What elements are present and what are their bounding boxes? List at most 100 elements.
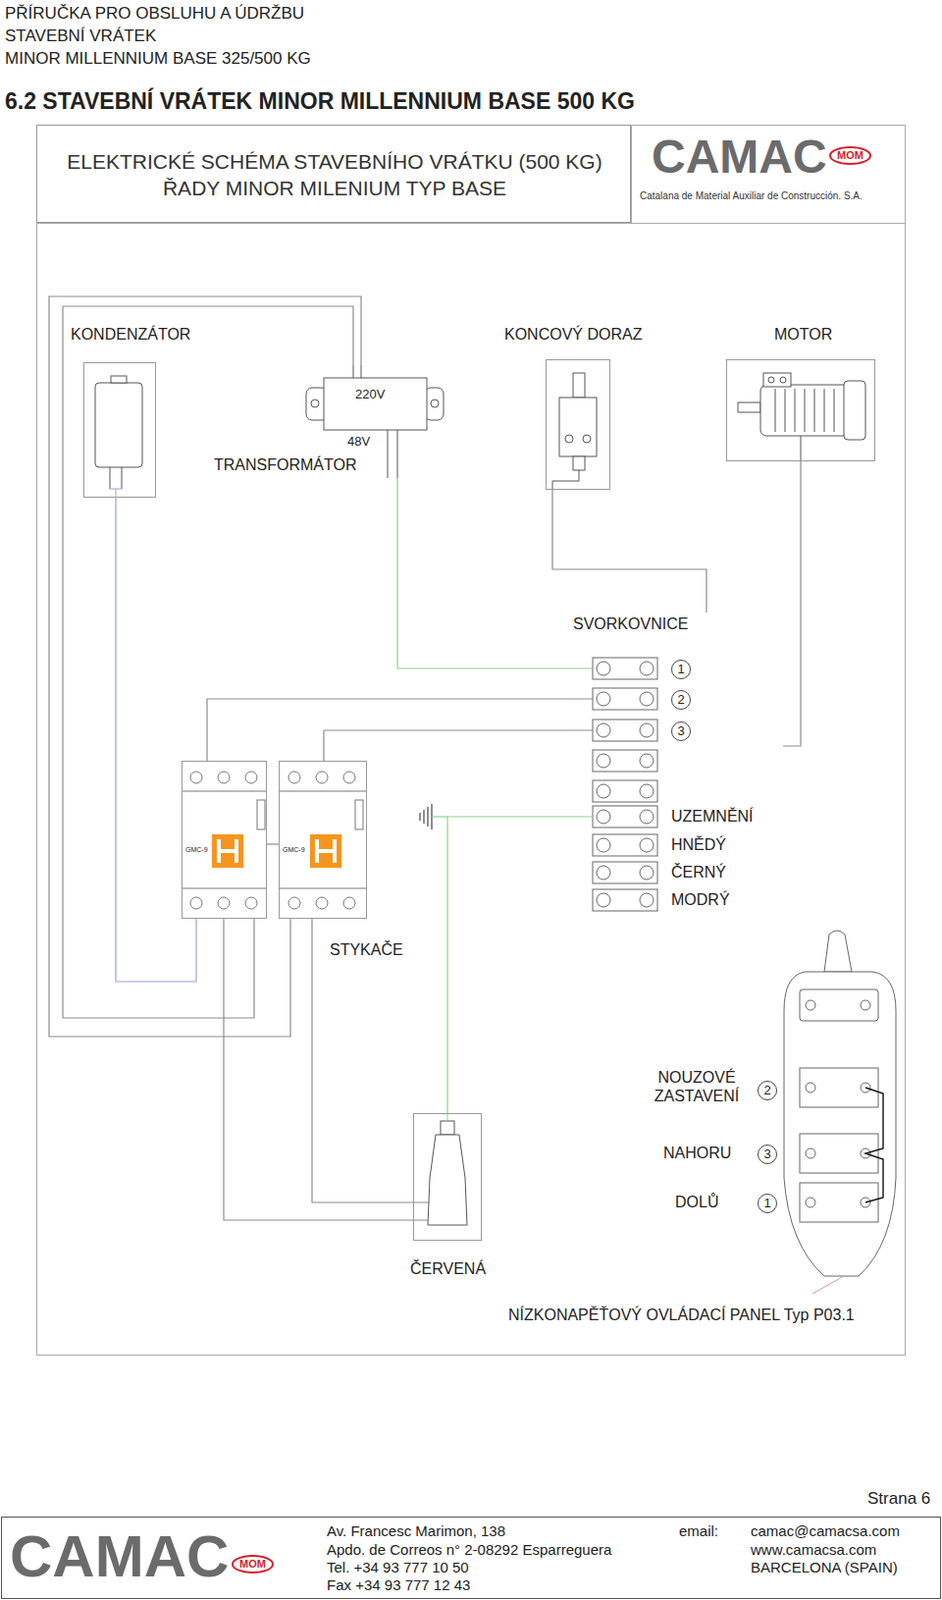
- contactor-rule: [278, 888, 367, 890]
- address-text: Apdo. de Correos n° 2-08292 Esparreguera: [326, 1540, 612, 1559]
- pendant-screw: [805, 1082, 816, 1093]
- terminal-screw: [639, 784, 654, 798]
- ground-bar: [426, 806, 428, 827]
- contactor-indicator-mark: [316, 838, 335, 863]
- terminal: [592, 687, 658, 710]
- contactor-rule: [278, 790, 367, 792]
- motor-lead: [800, 435, 802, 462]
- pendant-band: [799, 989, 879, 1021]
- capacitor-lead: [115, 488, 117, 498]
- terminal-screw: [639, 865, 654, 880]
- contactor-rule: [181, 790, 267, 792]
- part-name: KONDENZÁTOR: [70, 324, 191, 344]
- voltage-label: 220V: [355, 386, 385, 403]
- plug-lead: [413, 1202, 430, 1204]
- contactor-details: [181, 771, 367, 909]
- transformer-body: [323, 377, 427, 430]
- part-name: TRANSFORMÁTOR: [213, 455, 357, 474]
- plug-lead: [413, 1219, 429, 1221]
- pendant-body: [784, 971, 896, 1276]
- contact-text: www.camacsa.com: [750, 1540, 877, 1559]
- capacitor-body: [95, 382, 143, 468]
- frame-rect: [37, 125, 906, 1356]
- terminal: [592, 749, 658, 772]
- terminal-stub: [567, 698, 593, 700]
- terminal-stub: [567, 730, 593, 732]
- terminal-screw: [596, 691, 611, 706]
- header-text: STAVEBNÍ VRÁTEK: [4, 26, 157, 47]
- plug-lead: [447, 1112, 449, 1121]
- transformer-pin: [387, 429, 389, 478]
- logo-subtitle: Catalana de Material Auxiliar de Constru…: [639, 190, 863, 203]
- button-label: DOLŮ: [675, 1192, 719, 1211]
- address-text: Av. Francesc Marimon, 138: [326, 1521, 506, 1540]
- wire: [783, 461, 801, 746]
- plug-body: [427, 1134, 468, 1225]
- terminal-strip: [567, 657, 658, 911]
- wire: [397, 477, 568, 669]
- motor-symbol: [737, 372, 866, 462]
- terminal-screw: [639, 723, 654, 737]
- contactor-screw: [217, 771, 230, 784]
- transformer-pin: [397, 429, 399, 478]
- part-name: NÍZKONAPĚŤOVÝ OVLÁDACÍ PANEL Typ P03.1: [508, 1305, 855, 1324]
- contact-text: camac@camacsa.com: [750, 1521, 900, 1540]
- contactor-screw: [190, 896, 203, 909]
- pendant-symbol: [784, 930, 896, 1294]
- terminal-screw: [639, 691, 654, 706]
- terminal-screw: [596, 809, 611, 824]
- pendant-screw: [805, 1148, 816, 1158]
- logo-text: CAMAC: [651, 133, 828, 181]
- voltage-label: 48V: [347, 433, 370, 450]
- model-code: GMC-9: [282, 845, 306, 854]
- capacitor-lead: [109, 467, 111, 489]
- ground-symbol: [419, 803, 448, 830]
- contactor-indicator: [310, 834, 342, 868]
- terminal-number: 2: [671, 689, 691, 710]
- header-text: PŘÍRUČKA PRO OBSLUHU A ÚDRŽBU: [4, 3, 305, 24]
- wire: [223, 918, 414, 1220]
- pendant-screw: [805, 999, 816, 1010]
- transformer-pin: [361, 365, 363, 378]
- wire: [312, 918, 414, 1203]
- terminal-screw: [596, 723, 611, 737]
- contactor-screw: [288, 771, 301, 784]
- title-box: ELEKTRICKÉ SCHÉMA STAVEBNÍHO VRÁTKU (500…: [36, 124, 631, 223]
- capacitor-cap: [110, 375, 127, 383]
- part-name: SVORKOVNICE: [573, 614, 688, 633]
- contactor-indicator: [211, 834, 244, 868]
- terminal-screw: [639, 837, 654, 852]
- model-code: GMC-9: [185, 845, 209, 854]
- logo-badge: MOM: [231, 1554, 274, 1573]
- terminal: [592, 719, 658, 741]
- contactor-screw: [217, 896, 230, 909]
- motor-terminal: [768, 376, 775, 383]
- frame: [36, 124, 906, 1356]
- wire-color: ČERNÝ: [671, 862, 727, 882]
- capacitor-lead: [121, 467, 123, 489]
- wire: [62, 306, 354, 1018]
- page-number: Strana 6: [867, 1488, 931, 1509]
- wire: [552, 489, 707, 613]
- contactor-screw: [343, 896, 356, 909]
- transformer-hole: [311, 399, 319, 408]
- contactor-aux: [257, 799, 265, 830]
- title-text: ELEKTRICKÉ SCHÉMA STAVEBNÍHO VRÁTKU (500…: [42, 148, 628, 203]
- terminal: [592, 861, 658, 884]
- part-name: ČERVENÁ: [410, 1258, 486, 1278]
- control-pendant: NOUZOVÉ ZASTAVENÍ2NAHORU3DOLŮ1NÍZKONAPĚŤ…: [500, 922, 903, 1335]
- wire-color: MODRÝ: [671, 889, 731, 909]
- terminal-screw: [596, 865, 611, 880]
- contactor-screw: [343, 771, 356, 784]
- wire: [207, 698, 568, 761]
- limit-switch-box: KONCOVÝ DORAZ: [545, 359, 611, 490]
- logo-badge: MOM: [829, 146, 872, 165]
- terminal-stub: [567, 816, 593, 818]
- transformer-hole: [430, 399, 439, 408]
- contactor-screw: [315, 896, 328, 909]
- terminal-screw: [596, 837, 611, 852]
- wire-color: HNĚDÝ: [671, 835, 727, 854]
- terminal-screw: [639, 753, 654, 768]
- plug-symbol: [413, 1112, 468, 1225]
- address-text: Fax +34 93 777 12 43: [326, 1575, 471, 1594]
